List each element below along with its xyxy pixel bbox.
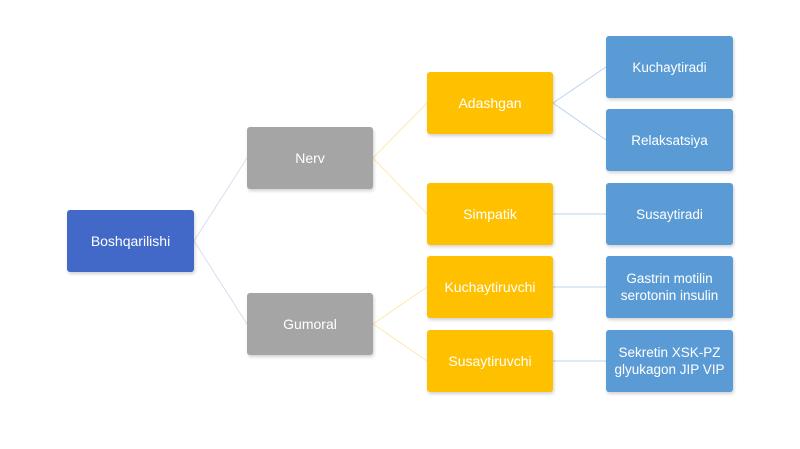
connector-root-gumoral	[193, 240, 248, 325]
connector-adashgan-relaksatsiya	[552, 102, 607, 141]
connector-gumoral-kuchaytiruvchi	[372, 286, 428, 325]
connector-nerv-simpatik	[372, 157, 428, 215]
node-sekretin: Sekretin XSK-PZ glyukagon JIP VIP	[606, 330, 733, 392]
node-nerv-label: Nerv	[295, 149, 325, 166]
node-gastrin: Gastrin motilin serotonin insulin	[606, 256, 733, 318]
node-simpatik: Simpatik	[427, 183, 553, 245]
node-kuchaytiradi: Kuchaytiradi	[606, 36, 733, 98]
node-adashgan: Adashgan	[427, 72, 553, 134]
node-gumoral: Gumoral	[247, 293, 373, 355]
node-sekretin-line1: Sekretin XSK-PZ	[618, 345, 721, 360]
node-susaytiruvchi: Susaytiruvchi	[427, 330, 553, 392]
node-relaksatsiya-label: Relaksatsiya	[631, 132, 708, 148]
node-susaytiradi-label: Susaytiradi	[636, 206, 703, 222]
node-kuchaytiruvchi-label: Kuchaytiruvchi	[444, 278, 536, 295]
node-kuchaytiradi-label: Kuchaytiradi	[632, 59, 707, 75]
node-relaksatsiya: Relaksatsiya	[606, 109, 733, 171]
node-gastrin-line2: serotonin insulin	[620, 288, 719, 303]
connector-adashgan-kuchaytiradi	[552, 66, 607, 104]
connector-nerv-adashgan	[372, 102, 428, 159]
node-susaytiradi: Susaytiradi	[606, 183, 733, 245]
node-kuchaytiruvchi: Kuchaytiruvchi	[427, 256, 553, 318]
connector-gumoral-susaytiruvchi	[372, 323, 428, 362]
node-gastrin-line1: Gastrin motilin	[626, 271, 713, 286]
node-simpatik-label: Simpatik	[463, 205, 517, 222]
node-susaytiruvchi-label: Susaytiruvchi	[448, 352, 532, 369]
node-adashgan-label: Adashgan	[458, 94, 522, 111]
node-boshqarilishi-label: Boshqarilishi	[90, 232, 171, 249]
node-boshqarilishi: Boshqarilishi	[67, 210, 194, 272]
node-sekretin-line2: glyukagon JIP VIP	[614, 362, 725, 377]
connector-root-nerv	[193, 157, 248, 242]
node-nerv: Nerv	[247, 127, 373, 189]
node-gumoral-label: Gumoral	[283, 315, 337, 332]
